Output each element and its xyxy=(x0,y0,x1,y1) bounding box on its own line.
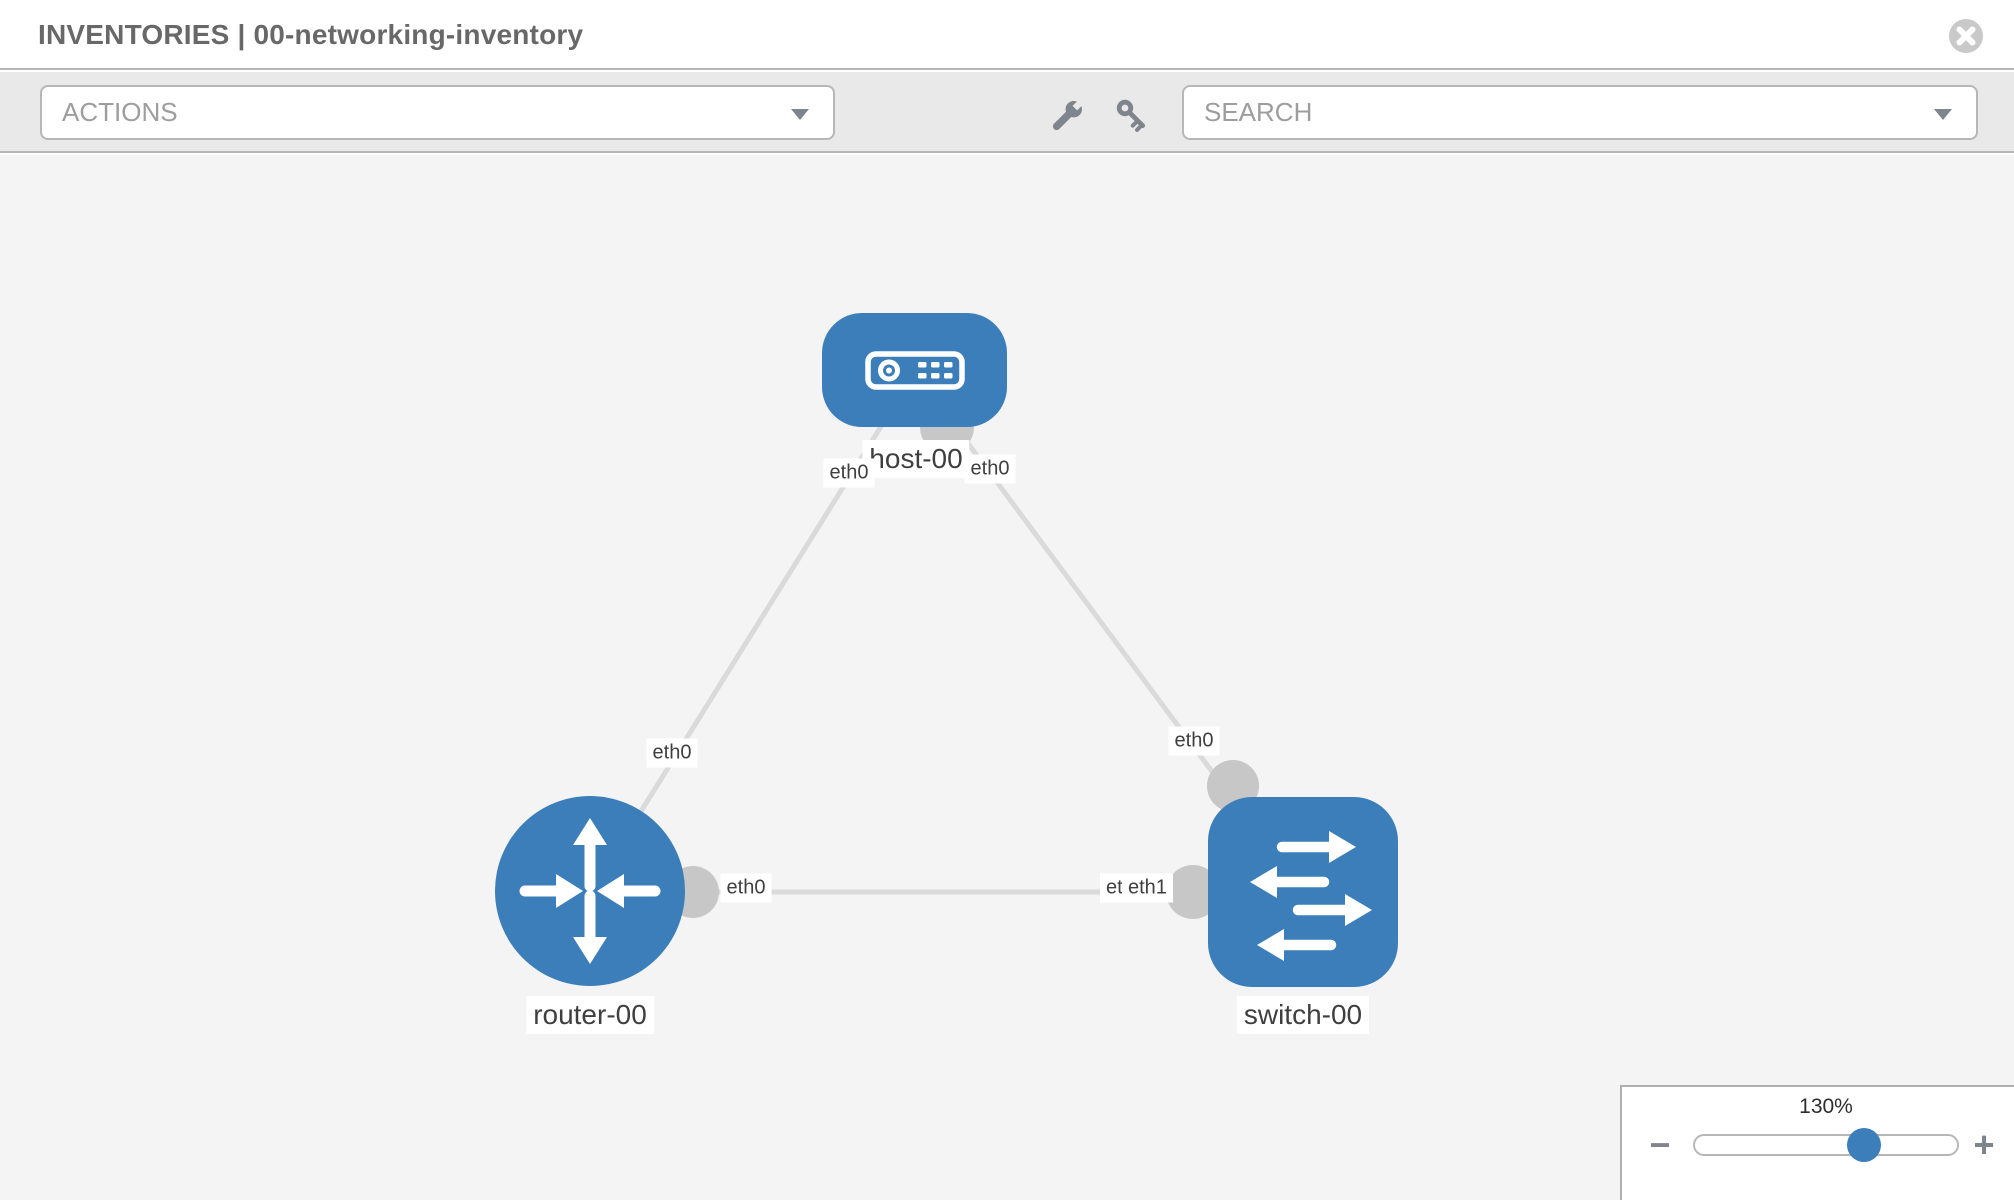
search-dropdown[interactable]: SEARCH xyxy=(1182,85,1978,140)
wrench-icon xyxy=(1052,98,1085,131)
key-icon xyxy=(1116,99,1146,132)
zoom-control-panel: 130% − + xyxy=(1620,1085,2014,1200)
iface-label-host-to-switch: eth0 xyxy=(964,454,1016,484)
zoom-slider-track[interactable] xyxy=(1693,1134,1959,1156)
key-button[interactable] xyxy=(1112,96,1152,136)
node-label-switch: switch-00 xyxy=(1236,996,1370,1034)
node-label-host: host-00 xyxy=(862,440,970,478)
chevron-down-icon xyxy=(791,109,809,120)
node-router-00[interactable] xyxy=(495,796,685,986)
router-arrows-icon xyxy=(519,818,661,964)
node-host-00[interactable] xyxy=(822,313,1007,427)
zoom-level-text: 130% xyxy=(1799,1095,1853,1118)
iface-label-router-to-host: eth0 xyxy=(646,738,698,768)
close-icon xyxy=(1949,19,1983,53)
switch-arrows-icon xyxy=(1250,831,1372,961)
node-switch-00[interactable] xyxy=(1208,797,1398,987)
iface-label-router-to-switch: eth0 xyxy=(720,873,772,903)
topology-canvas[interactable]: host-00 router-00 switch-00 eth0 eth0 et… xyxy=(0,155,2014,1200)
iface-label-switch-eth1: eth1 xyxy=(1122,873,1173,903)
iface-label-switch-to-host: eth0 xyxy=(1168,726,1220,756)
wrench-button[interactable] xyxy=(1046,96,1086,136)
iface-label-host-to-router: eth0 xyxy=(823,458,875,488)
node-label-router: router-00 xyxy=(526,996,654,1034)
toolbar: ACTIONS SEARCH xyxy=(0,72,2014,153)
actions-dropdown[interactable]: ACTIONS xyxy=(40,85,835,140)
zoom-in-button[interactable]: + xyxy=(1962,1123,2006,1167)
search-dropdown-label: SEARCH xyxy=(1204,97,1313,127)
topology-links-layer xyxy=(587,370,1306,919)
host-device-icon xyxy=(865,351,965,390)
chevron-down-icon xyxy=(1934,109,1952,120)
actions-dropdown-label: ACTIONS xyxy=(62,97,178,127)
close-button[interactable] xyxy=(1948,18,1984,54)
header: INVENTORIES | 00-networking-inventory xyxy=(0,0,2014,70)
page-title: INVENTORIES | 00-networking-inventory xyxy=(38,19,584,50)
zoom-slider-handle[interactable] xyxy=(1847,1128,1881,1162)
interface-dot[interactable] xyxy=(1166,865,1220,919)
zoom-out-button[interactable]: − xyxy=(1638,1123,1682,1167)
